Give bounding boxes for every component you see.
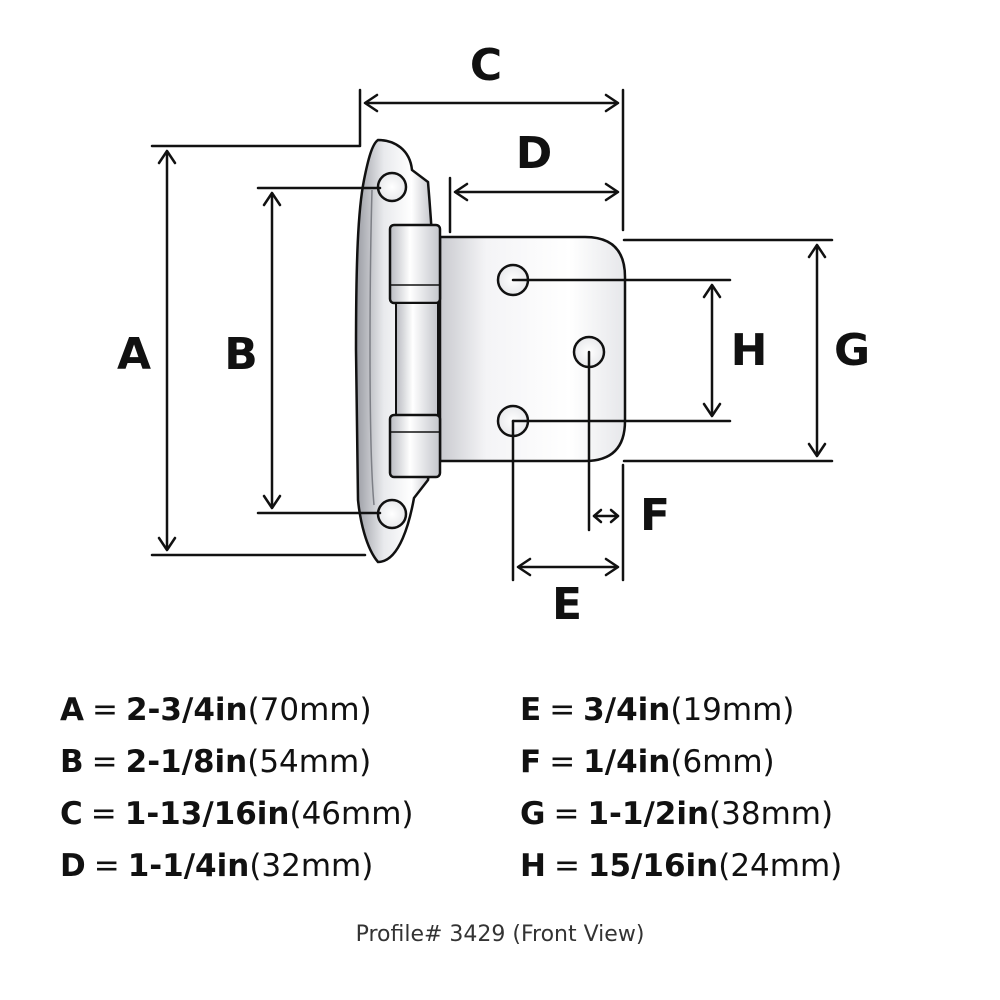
arrowhead	[807, 243, 827, 259]
arrowhead	[262, 191, 282, 207]
legend-metric: (32mm)	[249, 848, 374, 884]
arrowhead	[592, 508, 603, 524]
legend-equals: =	[549, 744, 576, 780]
flange-hole-top	[376, 171, 408, 203]
arrowhead	[604, 557, 620, 577]
legend-equals: =	[92, 692, 118, 728]
hinge-illustration	[354, 138, 627, 564]
legend-equals: =	[553, 796, 580, 832]
arrowhead	[604, 93, 620, 113]
hinge-dimension-diagram: A B C D E F G H	[117, 40, 870, 630]
legend-row-h: H=15/16in(24mm)	[520, 840, 842, 892]
arrowhead	[516, 557, 532, 577]
legend-row-d: D=1-1/4in(32mm)	[60, 840, 414, 892]
legend-metric: (6mm)	[670, 744, 775, 780]
dimension-label-a: A	[117, 329, 151, 380]
dimension-lines	[150, 88, 834, 582]
legend-metric: (38mm)	[709, 796, 834, 832]
legend-equals: =	[549, 692, 576, 728]
hinge-knuckle-top	[388, 223, 442, 305]
legend-imperial: 1-1/2in	[587, 796, 710, 832]
legend-imperial: 3/4in	[583, 692, 671, 728]
legend-imperial: 15/16in	[587, 848, 719, 884]
dimension-label-b: B	[224, 329, 258, 380]
legend-imperial: 1-13/16in	[124, 796, 290, 832]
arrowhead	[453, 182, 469, 202]
legend-row-g: G=1-1/2in(38mm)	[520, 788, 842, 840]
legend-row-a: A=2-3/4in(70mm)	[60, 684, 414, 736]
legend-equals: =	[90, 796, 117, 832]
dimension-legend: A=2-3/4in(70mm) B=2-1/8in(54mm) C=1-13/1…	[0, 684, 1000, 894]
legend-letter: G	[520, 796, 546, 832]
dimension-label-h: H	[731, 325, 768, 376]
arrowhead	[157, 536, 177, 552]
dimension-label-d: D	[516, 128, 553, 179]
legend-imperial: 2-3/4in	[125, 692, 248, 728]
legend-letter: F	[520, 744, 542, 780]
legend-column-left: A=2-3/4in(70mm) B=2-1/8in(54mm) C=1-13/1…	[60, 684, 414, 892]
legend-letter: A	[60, 692, 84, 728]
legend-metric: (70mm)	[247, 692, 372, 728]
legend-letter: H	[520, 848, 546, 884]
legend-metric: (54mm)	[247, 744, 372, 780]
legend-row-f: F=1/4in(6mm)	[520, 736, 842, 788]
dimension-letters: A B C D E F G H	[117, 40, 870, 630]
dimension-label-c: C	[470, 40, 502, 91]
arrowhead	[702, 283, 722, 299]
hinge-knuckle-bottom	[388, 413, 442, 479]
legend-row-b: B=2-1/8in(54mm)	[60, 736, 414, 788]
arrowhead	[363, 93, 379, 113]
flange-hole-bottom	[376, 498, 408, 530]
legend-row-e: E=3/4in(19mm)	[520, 684, 842, 736]
dimension-label-e: E	[552, 579, 582, 630]
legend-equals: =	[93, 848, 120, 884]
legend-metric: (46mm)	[289, 796, 414, 832]
dimension-label-g: G	[834, 325, 870, 376]
hinge-knuckle-middle	[395, 302, 439, 416]
legend-letter: D	[60, 848, 86, 884]
dimension-label-f: F	[640, 490, 670, 541]
arrowhead	[604, 182, 620, 202]
flange-inner-edge	[369, 189, 375, 506]
legend-letter: B	[60, 744, 84, 780]
arrowhead	[262, 494, 282, 510]
legend-equals: =	[553, 848, 580, 884]
legend-imperial: 2-1/8in	[125, 744, 248, 780]
legend-metric: (24mm)	[718, 848, 843, 884]
legend-imperial: 1/4in	[583, 744, 671, 780]
arrowhead	[807, 442, 827, 458]
arrowhead	[609, 508, 620, 524]
arrowhead	[702, 402, 722, 418]
legend-letter: C	[60, 796, 83, 832]
arrowhead	[157, 149, 177, 165]
legend-metric: (19mm)	[670, 692, 795, 728]
legend-equals: =	[91, 744, 118, 780]
legend-letter: E	[520, 692, 542, 728]
profile-caption: Profile# 3429 (Front View)	[355, 922, 645, 947]
legend-column-right: E=3/4in(19mm) F=1/4in(6mm) G=1-1/2in(38m…	[520, 684, 842, 892]
legend-row-c: C=1-13/16in(46mm)	[60, 788, 414, 840]
legend-imperial: 1-1/4in	[127, 848, 250, 884]
